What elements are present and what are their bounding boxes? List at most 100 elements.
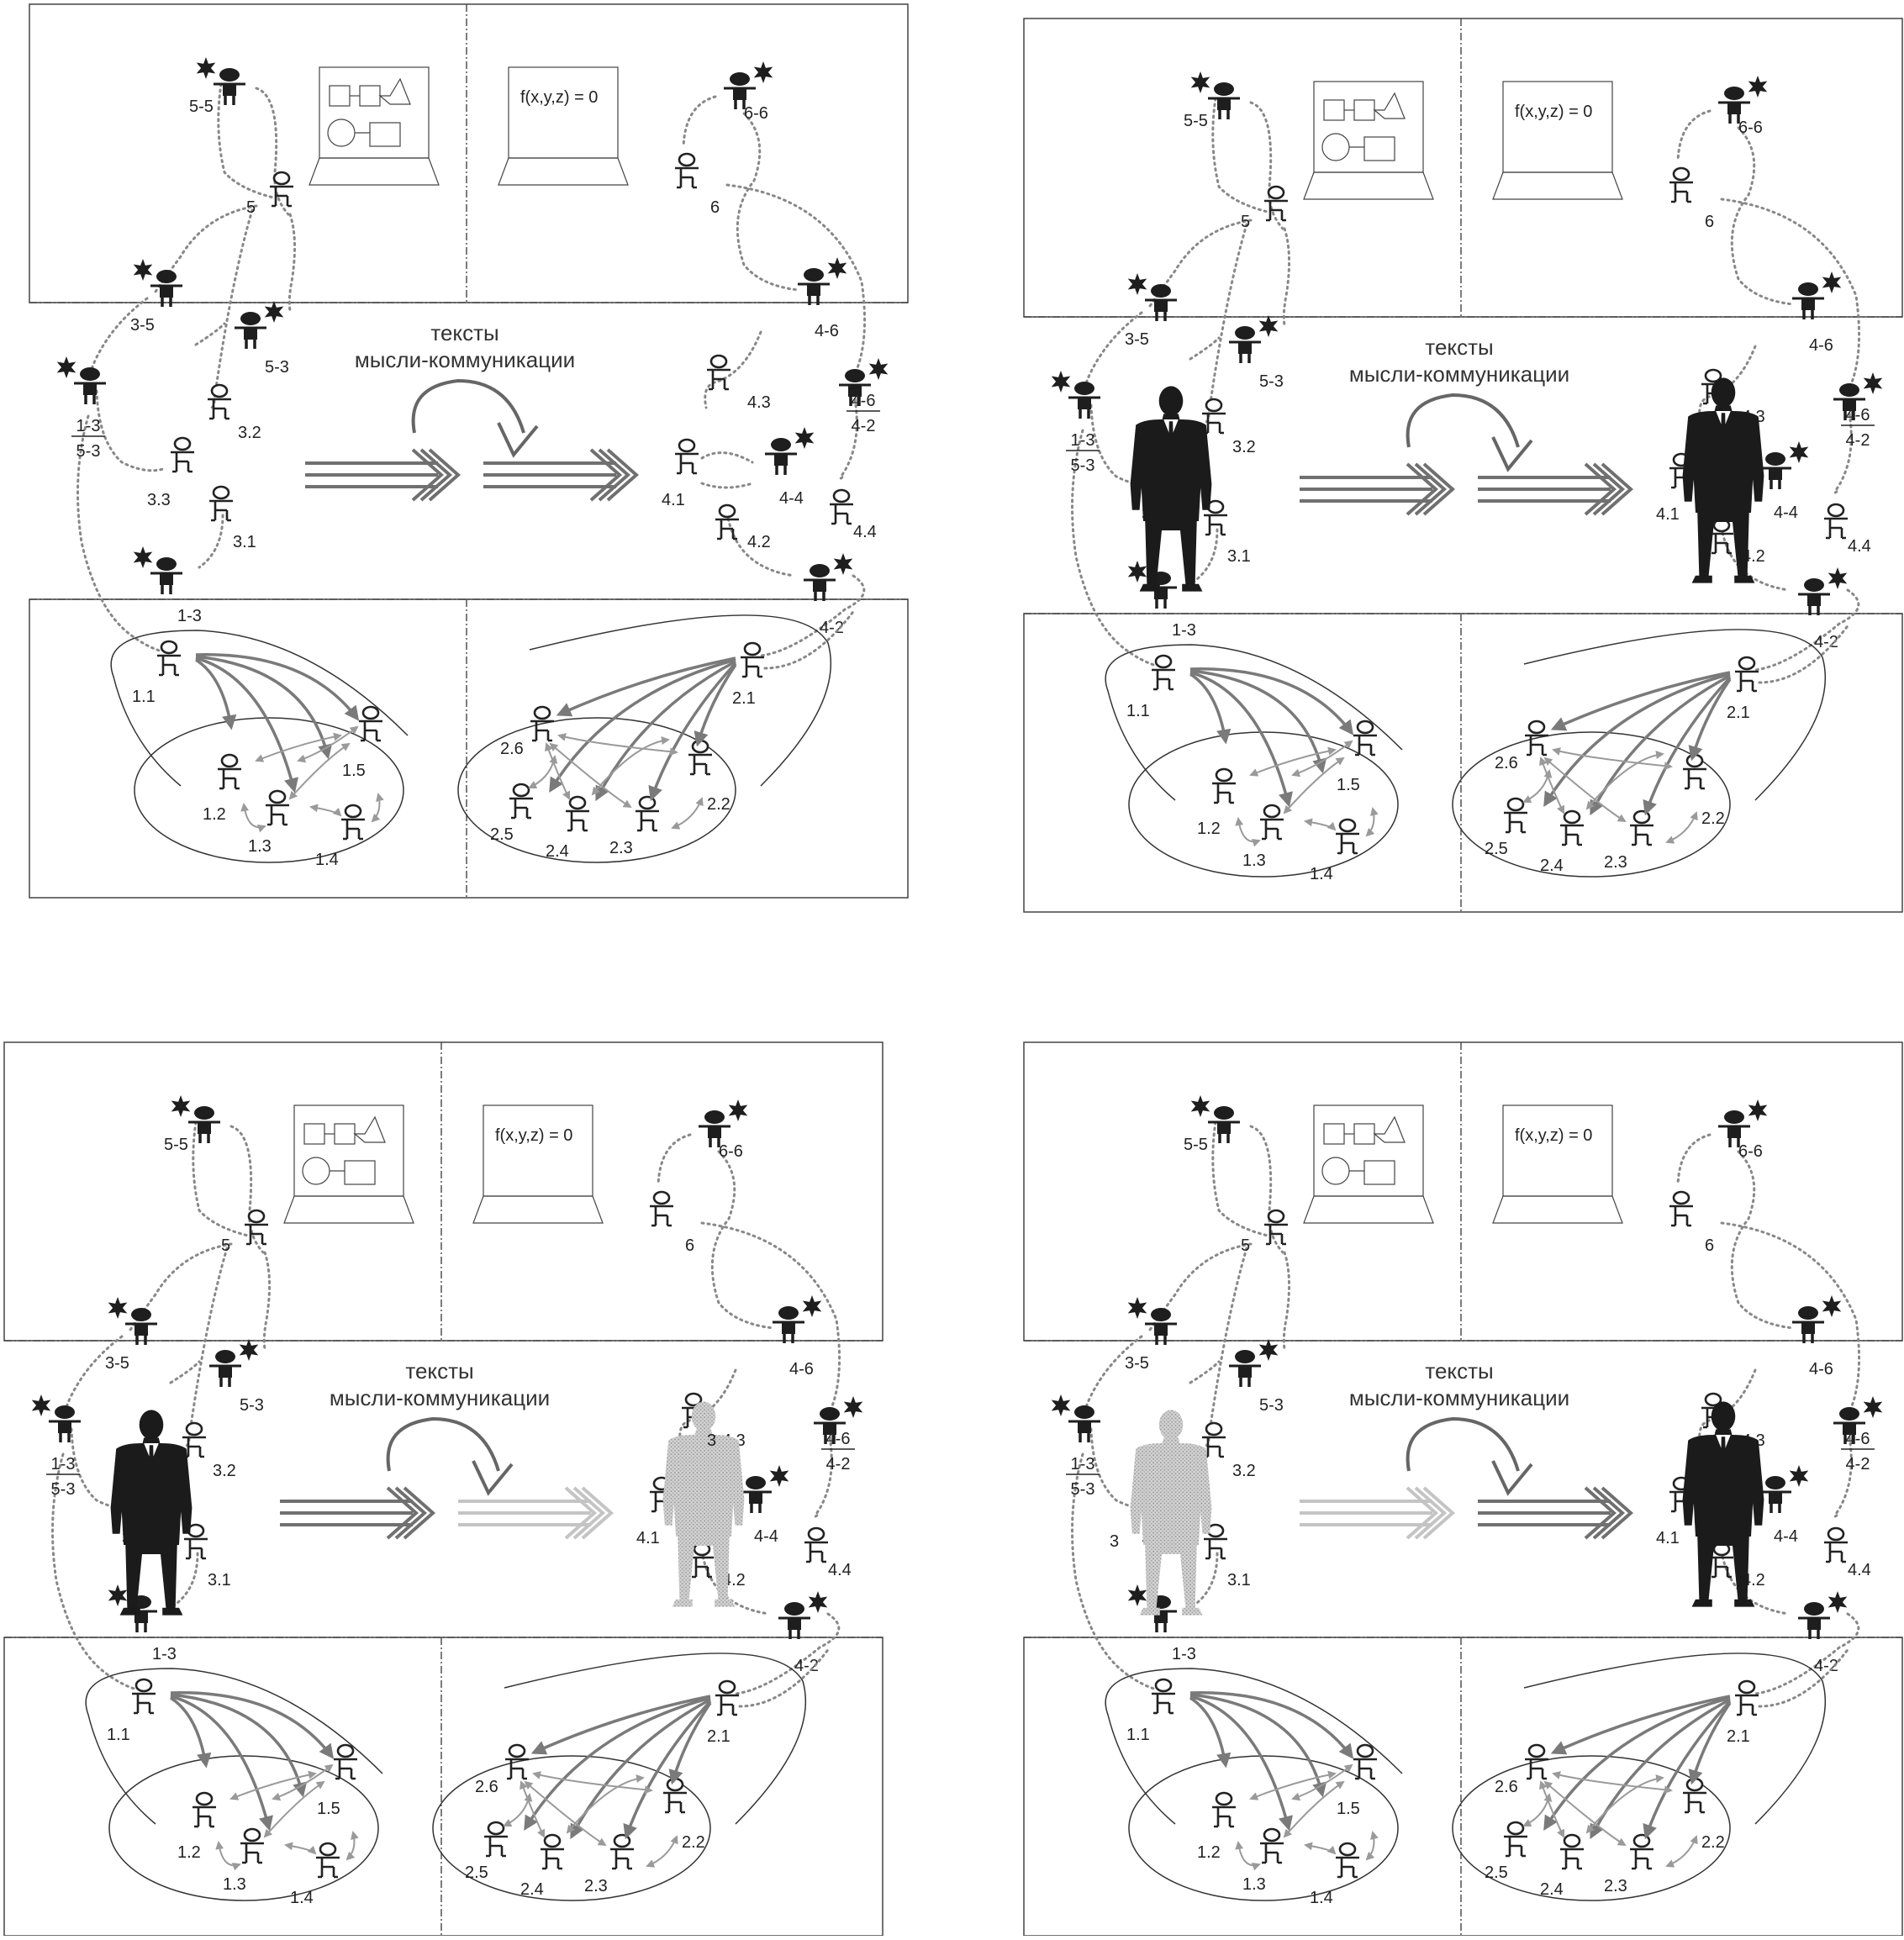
star-icon bbox=[1258, 1339, 1279, 1361]
star-icon bbox=[827, 257, 847, 279]
person-open-icon bbox=[675, 438, 699, 475]
star-icon bbox=[1828, 1591, 1848, 1613]
person-torso bbox=[733, 88, 746, 100]
triple-arrow bbox=[280, 1486, 436, 1540]
person-head bbox=[845, 369, 865, 382]
person-torso bbox=[83, 383, 97, 395]
person-head bbox=[1563, 1833, 1581, 1848]
person-legs bbox=[1079, 1433, 1090, 1442]
arrow-head-inner bbox=[589, 448, 623, 502]
person-torso bbox=[1807, 594, 1821, 606]
person-legs bbox=[783, 1334, 794, 1343]
arrow-head-outer bbox=[581, 1486, 614, 1540]
person-legs bbox=[849, 397, 861, 406]
label-2-1: 2.1 bbox=[1727, 1727, 1750, 1746]
person-open-icon bbox=[509, 783, 533, 820]
person-head bbox=[1563, 809, 1581, 825]
person-body bbox=[334, 1758, 357, 1780]
fraction-right-den: 4-2 bbox=[1846, 431, 1870, 450]
arrow-head bbox=[572, 1486, 606, 1540]
dotted-link bbox=[1147, 219, 1253, 310]
person-dark-icon bbox=[1229, 315, 1279, 363]
person-torso bbox=[1769, 1492, 1782, 1504]
person-body bbox=[1212, 1806, 1236, 1828]
person-legs bbox=[824, 1435, 836, 1444]
curved-arrow bbox=[386, 1416, 500, 1472]
person-legs bbox=[1728, 114, 1740, 124]
silhouette-shoes bbox=[1139, 1607, 1203, 1616]
dotted-link bbox=[76, 414, 164, 653]
star-icon bbox=[1822, 271, 1842, 293]
dotted-link bbox=[1089, 1427, 1162, 1510]
person-legs bbox=[1218, 1134, 1230, 1143]
person-dark-icon bbox=[1792, 271, 1842, 319]
fraction-right-den: 4-2 bbox=[826, 1455, 851, 1473]
triangle-shape bbox=[1373, 92, 1406, 119]
person-open-icon bbox=[1735, 1679, 1759, 1716]
label-4-4-b: 4.4 bbox=[853, 523, 877, 541]
group-ellipse-1 bbox=[1128, 1755, 1399, 1901]
laptop-base bbox=[1492, 1195, 1623, 1224]
big-arrow bbox=[1688, 678, 1732, 762]
label-1-5: 1.5 bbox=[317, 1800, 340, 1818]
person-dark-icon bbox=[1798, 1591, 1848, 1639]
dotted-link bbox=[1147, 1242, 1253, 1334]
outer-curve-left bbox=[85, 1668, 383, 1825]
label-2-4: 2.4 bbox=[1540, 1880, 1564, 1899]
person-head bbox=[1798, 282, 1818, 296]
dotted-link bbox=[814, 1436, 833, 1518]
curved-arrow-head bbox=[1491, 436, 1533, 472]
laptop-base bbox=[472, 1195, 604, 1224]
person-open-icon bbox=[184, 1523, 208, 1560]
person-head bbox=[344, 804, 362, 819]
person-head bbox=[1356, 720, 1374, 735]
dotted-link bbox=[172, 1552, 199, 1607]
curved-arrow-head bbox=[472, 1460, 514, 1496]
arrow-head-inner bbox=[1584, 1486, 1617, 1540]
label-5-5: 5-5 bbox=[1184, 1136, 1208, 1154]
person-head bbox=[730, 72, 750, 86]
person-body bbox=[505, 1758, 529, 1780]
label-3: 3 bbox=[1110, 1532, 1119, 1551]
label-1-3-b: 1.3 bbox=[248, 837, 272, 856]
rect-shape bbox=[1363, 1160, 1395, 1185]
small-arrow bbox=[1365, 807, 1379, 837]
person-head bbox=[512, 783, 530, 798]
person-head bbox=[718, 503, 736, 519]
title-line1: тексты bbox=[1425, 335, 1493, 360]
person-head bbox=[1704, 368, 1722, 383]
formula-text: f(x,y,z) = 0 bbox=[520, 88, 598, 107]
dotted-link bbox=[682, 95, 717, 149]
person-head bbox=[704, 1110, 725, 1124]
group-ellipse-2 bbox=[1452, 731, 1731, 878]
person-torso bbox=[813, 580, 826, 592]
person-body bbox=[663, 1791, 687, 1814]
person-head bbox=[784, 1602, 804, 1616]
title-line1: тексты bbox=[430, 320, 498, 345]
label-3-5: 3-5 bbox=[105, 1354, 129, 1373]
person-body bbox=[1152, 668, 1175, 691]
person-body bbox=[675, 166, 699, 189]
label-4-2-dark: 4-2 bbox=[1814, 633, 1838, 651]
person-dark-icon bbox=[1190, 1095, 1240, 1143]
person-open-icon bbox=[359, 705, 382, 742]
laptop-base bbox=[1303, 1195, 1434, 1224]
big-arrow bbox=[556, 656, 736, 717]
person-body bbox=[1353, 734, 1377, 756]
arrow-head bbox=[394, 1486, 428, 1540]
arrow-head-inner bbox=[1406, 1486, 1439, 1540]
person-torso bbox=[782, 1322, 795, 1334]
laptop-screen bbox=[319, 66, 430, 159]
square-shape bbox=[359, 85, 381, 107]
label-4-4-b: 4.4 bbox=[828, 1561, 852, 1579]
person-torso bbox=[1154, 300, 1168, 312]
title-line1: тексты bbox=[1425, 1358, 1493, 1384]
person-legs bbox=[1155, 1623, 1167, 1632]
label-3-1: 3.1 bbox=[233, 533, 256, 551]
label-1-5: 1.5 bbox=[1337, 1800, 1360, 1818]
star-icon bbox=[1748, 76, 1768, 98]
person-legs bbox=[1808, 1630, 1820, 1639]
person-open-icon bbox=[1264, 185, 1288, 222]
star-icon bbox=[802, 1295, 822, 1317]
person-open-icon bbox=[208, 383, 231, 420]
